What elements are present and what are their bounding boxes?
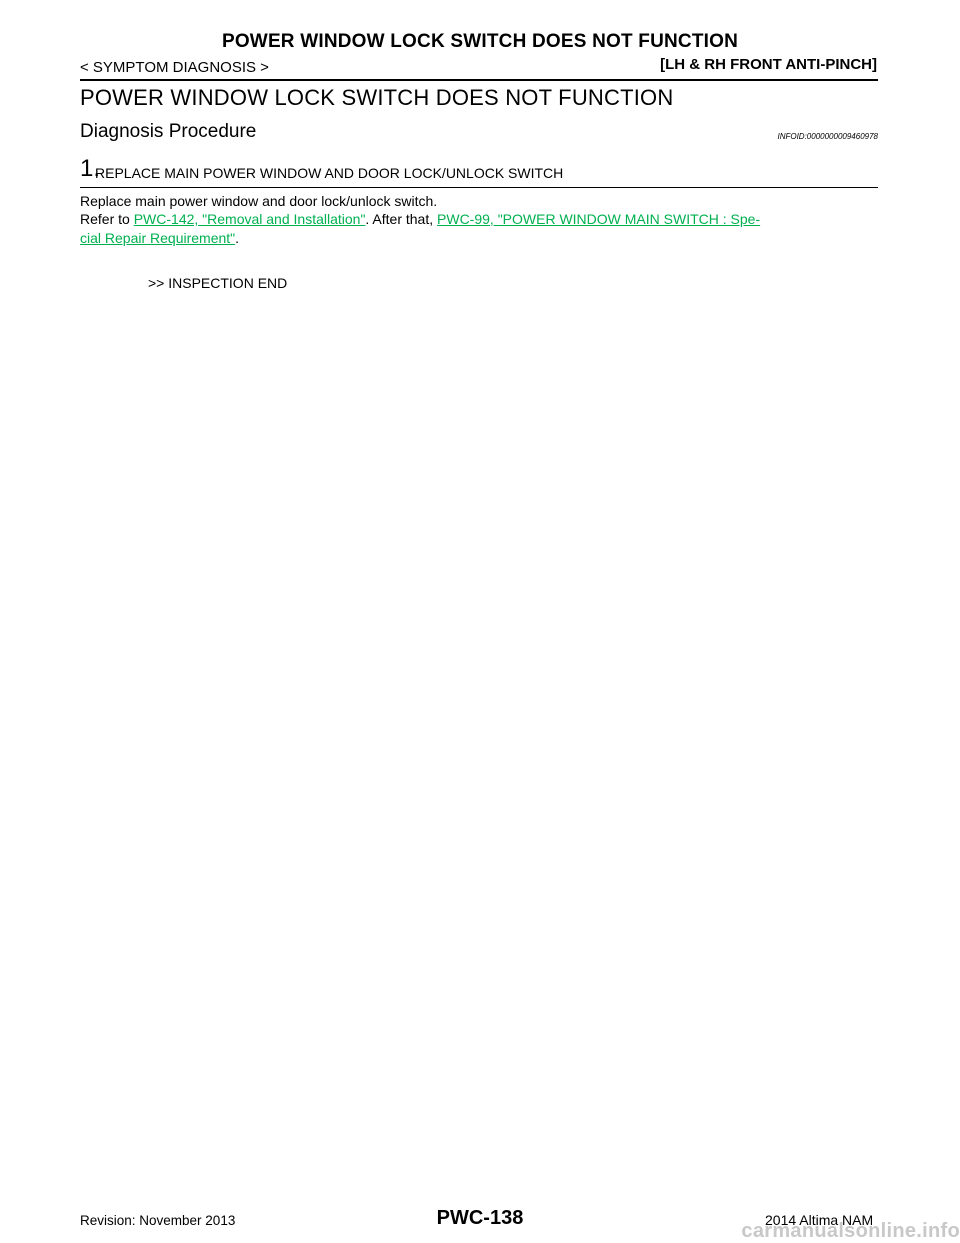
reference-line: Refer to PWC-142, "Removal and Installat… — [80, 211, 760, 227]
footer-model: 2014 Altima NAM — [765, 1212, 874, 1228]
reference-mid: . After that, — [365, 211, 438, 227]
info-id: INFOID:0000000009460978 — [777, 132, 878, 141]
step-title: REPLACE MAIN POWER WINDOW AND DOOR LOCK/… — [95, 165, 564, 181]
section-title: POWER WINDOW LOCK SWITCH DOES NOT FUNCTI… — [80, 85, 674, 110]
footer-revision: Revision: November 2013 — [80, 1213, 236, 1228]
step-divider — [80, 187, 878, 188]
footer-page-number: PWC-138 — [436, 1207, 524, 1229]
header-variant-label: [LH & RH FRONT ANTI-PINCH] — [660, 56, 877, 73]
reference-prefix: Refer to — [80, 211, 134, 227]
page-header-title: POWER WINDOW LOCK SWITCH DOES NOT FUNCTI… — [221, 31, 739, 52]
instruction-line: Replace main power window and door lock/… — [80, 193, 438, 209]
subsection-title: Diagnosis Procedure — [80, 121, 257, 142]
reference-suffix: . — [235, 230, 240, 246]
special-repair-link-part2[interactable]: cial Repair Requirement" — [80, 230, 236, 246]
special-repair-link-part1[interactable]: PWC-99, "POWER WINDOW MAIN SWITCH : Spe- — [437, 211, 761, 227]
header-section-label: < SYMPTOM DIAGNOSIS > — [80, 59, 269, 76]
removal-installation-link[interactable]: PWC-142, "Removal and Installation" — [133, 211, 366, 227]
step-number: 1. — [80, 155, 101, 182]
inspection-result: >> INSPECTION END — [148, 275, 288, 291]
watermark: carmanualsonline.info — [741, 1220, 960, 1242]
header-divider — [80, 79, 878, 81]
reference-line-continued: cial Repair Requirement". — [80, 230, 239, 246]
